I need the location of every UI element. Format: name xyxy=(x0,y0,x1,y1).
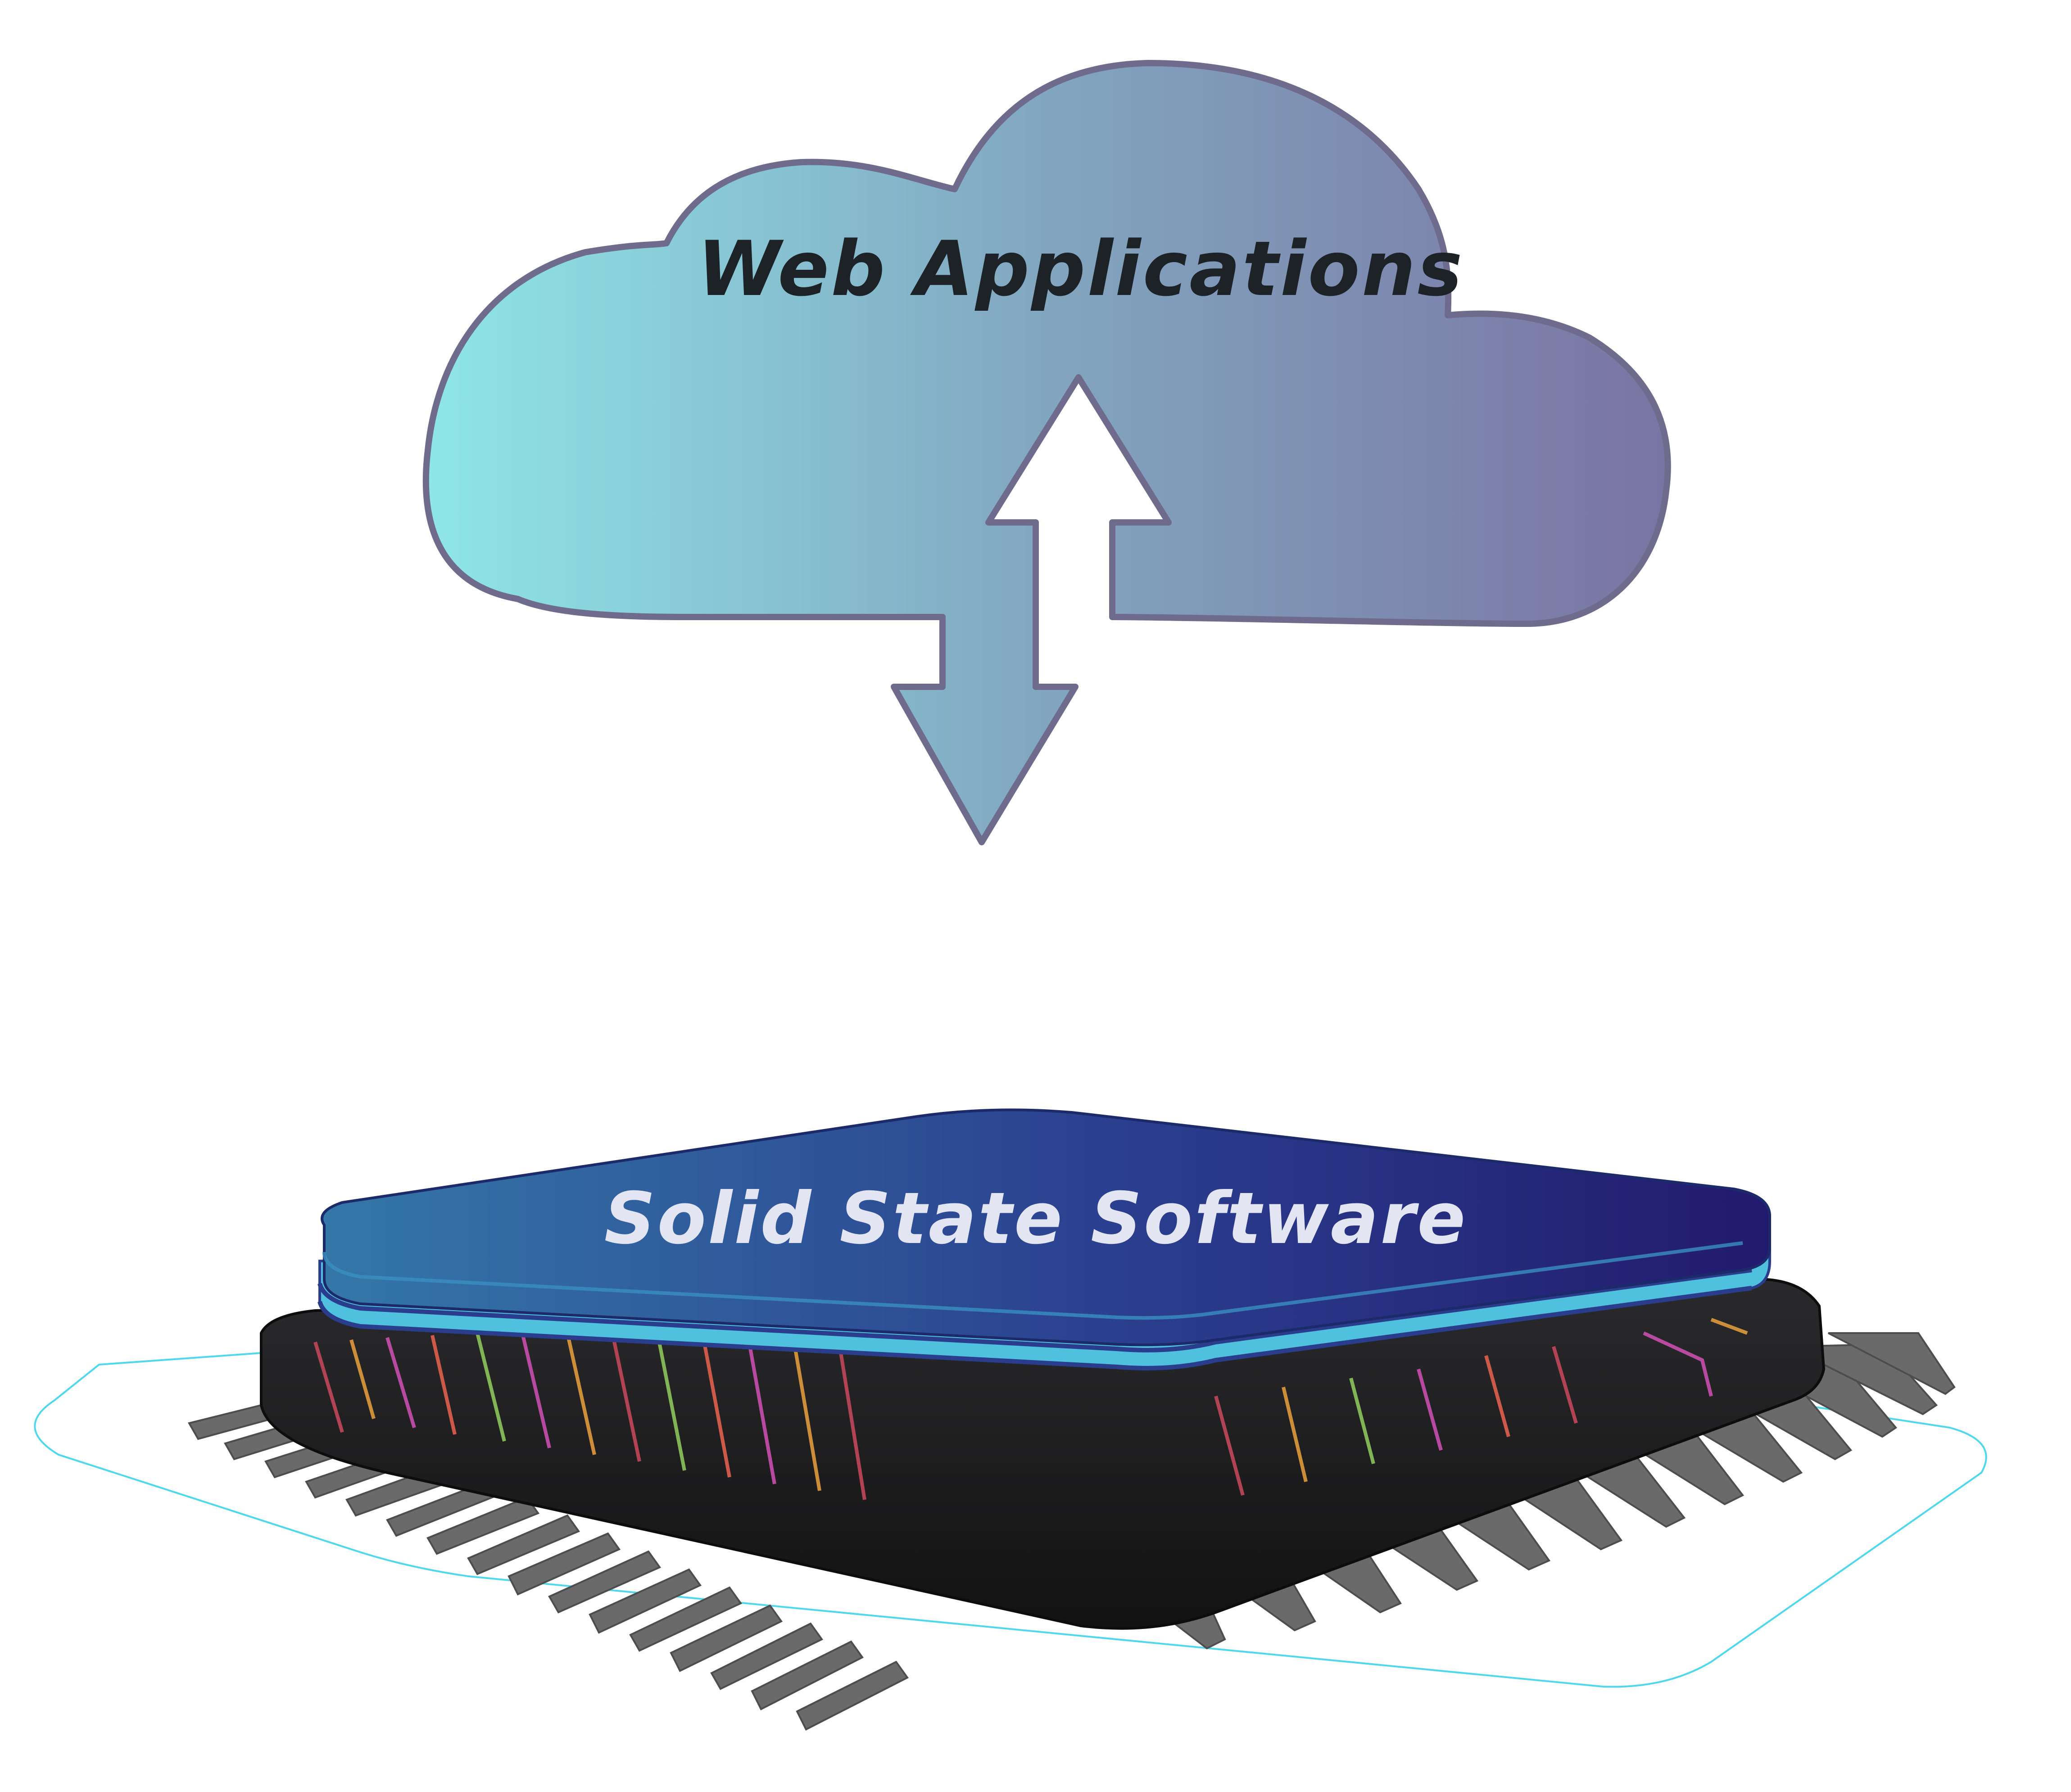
cloud-title: Web Applications xyxy=(698,225,1464,313)
chip-circuit-traces xyxy=(313,1318,1748,1500)
chip-layer-line xyxy=(317,1286,1752,1370)
web-applications-cloud: Web Applications xyxy=(422,60,1671,845)
solid-state-software-chip: Solid State Software xyxy=(34,1108,1987,1731)
chip-title: Solid State Software xyxy=(604,1177,1468,1260)
chip-top-accent xyxy=(322,1241,1743,1320)
chip-layer-line xyxy=(317,1268,1752,1352)
cloud-shape xyxy=(422,60,1671,845)
